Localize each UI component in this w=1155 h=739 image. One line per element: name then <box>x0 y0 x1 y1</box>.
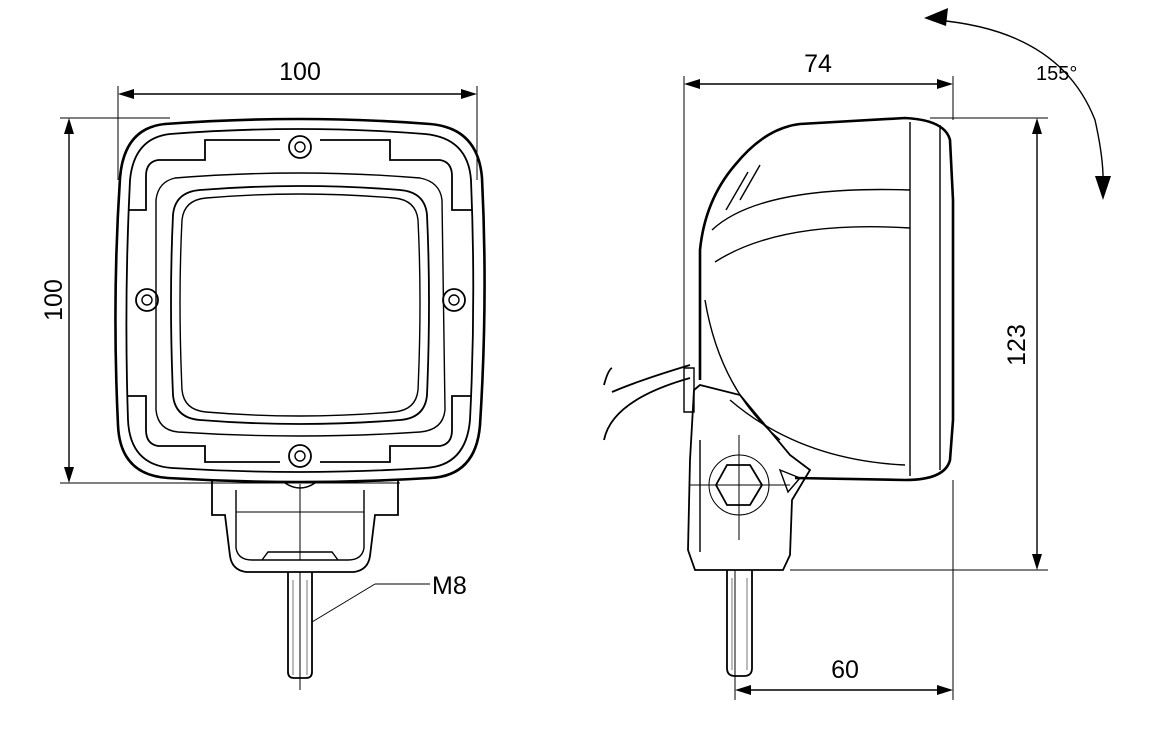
side-depth-label: 74 <box>804 50 832 78</box>
mounting-bracket-front <box>211 480 399 573</box>
front-height-dimension: 100 <box>40 117 400 484</box>
lamp-housing-side <box>698 116 955 482</box>
lens <box>170 185 430 425</box>
screw-top <box>288 135 312 159</box>
screw-left <box>135 288 159 312</box>
side-mount-depth-label: 60 <box>831 656 859 684</box>
front-height-label: 100 <box>40 279 68 321</box>
side-height-dimension: 123 <box>790 117 1048 571</box>
screw-bottom <box>288 444 312 468</box>
cable <box>603 364 695 441</box>
lamp-housing-front <box>114 117 486 484</box>
mounting-bracket-side <box>687 384 812 571</box>
rotation-indicator: 155° <box>924 8 1111 200</box>
side-view: 74 123 60 155° <box>603 8 1111 700</box>
side-bolt <box>726 570 753 677</box>
screw-right <box>442 288 466 312</box>
side-mount-depth-dimension: 60 <box>734 480 954 700</box>
side-depth-dimension: 74 <box>683 50 954 380</box>
thread-label: M8 <box>432 572 467 600</box>
m8-bolt: M8 <box>287 572 467 690</box>
front-view: 100 100 <box>40 58 486 690</box>
front-width-dimension: 100 <box>117 58 478 180</box>
side-height-label: 123 <box>1003 324 1031 366</box>
front-width-label: 100 <box>279 58 321 86</box>
rotation-angle-label: 155° <box>1036 63 1077 85</box>
